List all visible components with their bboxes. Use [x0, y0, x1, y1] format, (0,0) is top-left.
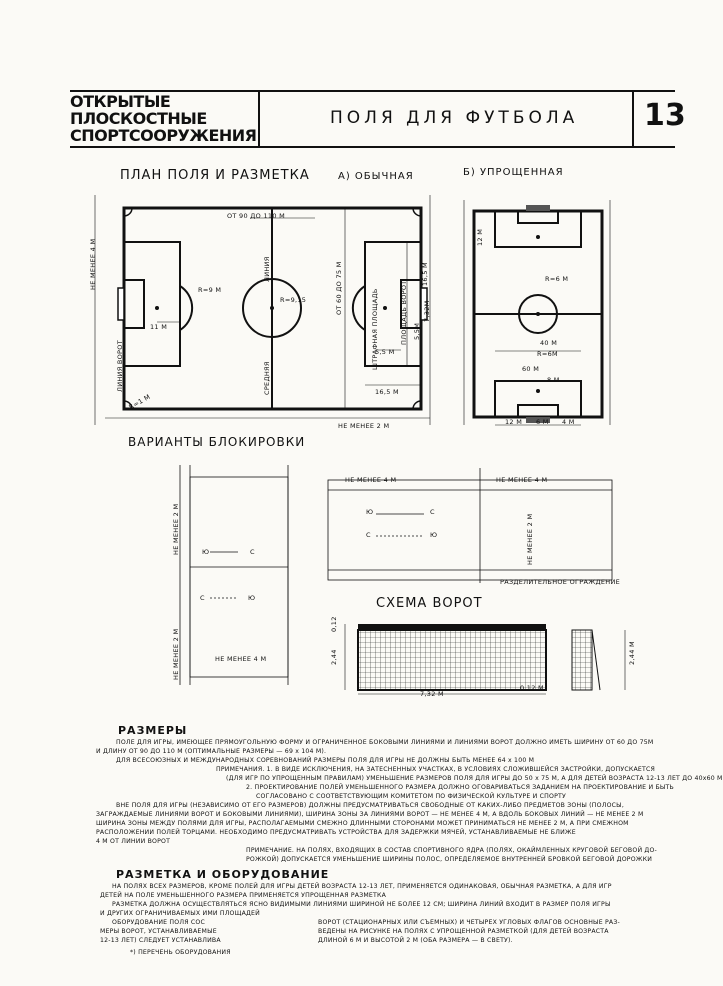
sizes-line-14: РОЖКОЙ) ДОПУСКАЕТСЯ УМЕНЬШЕНИЕ ШИРИНЫ ПО…: [246, 856, 653, 863]
label-min2: НЕ МЕНЕЕ 2 М: [338, 422, 390, 430]
marking-text-right: ВОРОТ (СТАЦИОНАРНЫХ ИЛИ СЪЕМНЫХ) И ЧЕТЫР…: [318, 918, 620, 945]
marking-line-2: ДЕТЕЙ НА ПОЛЕ УМЕНЬШЕННОГО РАЗМЕРА ПРИМЕ…: [100, 892, 387, 899]
field-plan-simplified: [463, 200, 611, 426]
label-center-line: ЛИНИЯ: [263, 256, 271, 282]
label-r915: R=9,15: [280, 296, 307, 304]
marking-line-1: НА ПОЛЯХ ВСЕХ РАЗМЕРОВ, КРОМЕ ПОЛЕЙ ДЛЯ …: [112, 883, 612, 890]
sizes-line-8: ВНЕ ПОЛЯ ДЛЯ ИГРЫ (НЕЗАВИСИМО ОТ ЕГО РАЗ…: [116, 802, 624, 809]
simple-label-8: 8 М: [547, 376, 560, 384]
plan-title: ПЛАН ПОЛЯ И РАЗМЕТКА: [120, 168, 310, 183]
section-title-line-2: ПЛОСКОСТНЫЕ: [70, 109, 207, 128]
field-plan-standard: [94, 195, 431, 425]
page-title: ПОЛЯ ДЛЯ ФУТБОЛА: [330, 108, 579, 128]
sizes-line-6: 2. ПРОЕКТИРОВАНИЕ ПОЛЕЙ УМЕНЬШЕННОГО РАЗ…: [246, 784, 674, 791]
header-top-rule: [70, 90, 675, 92]
variant-b-label: Б) УПРОЩЕННАЯ: [463, 167, 564, 178]
goal-bar: 0,12: [330, 616, 338, 632]
label-center-line-2: СРЕДНЯЯ: [263, 361, 271, 395]
simple-label-r6b: R=6М: [537, 350, 558, 358]
sizes-line-9: ЗАГРАЖДАЕМЫЕ ЛИНИЯМИ ВОРОТ И БОКОВЫМИ ЛИ…: [96, 811, 644, 818]
blocking-horizontal-diagram: [327, 468, 613, 583]
header-divider-1: [258, 90, 260, 148]
goal-diagram: [344, 624, 626, 695]
sizes-line-2: И ДЛИНУ ОТ 90 ДО 110 М (ОПТИМАЛЬНЫЕ РАЗМ…: [96, 748, 327, 755]
blocking-s-3: С: [430, 508, 435, 516]
marking-line-4: И ДРУГИХ ОГРАНИЧИВАЕМЫХ ИМИ ПЛОЩАДЕЙ: [100, 910, 260, 917]
label-goal-line: ЛИНИЯ ВОРОТ: [116, 340, 124, 392]
label-5-5-vertical: 5,5М: [413, 322, 421, 340]
sizes-heading: РАЗМЕРЫ: [118, 724, 188, 737]
simple-label-60: 60 М: [522, 365, 540, 373]
sizes-line-5: (ДЛЯ ИГР ПО УПРОЩЕННЫМ ПРАВИЛАМ) УМЕНЬШЕ…: [226, 775, 723, 782]
blocking-s-4: С: [366, 531, 371, 539]
sizes-line-12: 4 М ОТ ЛИНИИ ВОРОТ: [96, 838, 171, 845]
blocking-ju-1: Ю: [202, 548, 210, 556]
marking-line-5: ОБОРУДОВАНИЕ ПОЛЯ СОС: [112, 919, 205, 926]
label-7-32: 7,32М: [423, 300, 431, 322]
sizes-text: ПОЛЕ ДЛЯ ИГРЫ, ИМЕЮЩЕЕ ПРЯМОУГОЛЬНУЮ ФОР…: [96, 738, 723, 864]
goal-height-1: 2,44: [330, 649, 338, 665]
marking-right-3: ДЛИНОЙ 6 М И ВЫСОТОЙ 2 М (ОБА РАЗМЕРА — …: [318, 937, 513, 944]
marking-right-1: ВОРОТ (СТАЦИОНАРНЫХ ИЛИ СЪЕМНЫХ) И ЧЕТЫР…: [318, 919, 620, 926]
sizes-line-11: РАСПОЛОЖЕНИИ ПОЛЕЙ ТОРЦАМИ. НЕОБХОДИМО П…: [96, 829, 576, 836]
label-min4: НЕ МЕНЕЕ 4 М: [89, 238, 97, 290]
goal-width: 7,32 М: [420, 690, 444, 698]
section-title-line-1: ОТКРЫТЫЕ: [70, 92, 171, 111]
simple-label-12b: 12 М: [505, 418, 523, 426]
sizes-line-1: ПОЛЕ ДЛЯ ИГРЫ, ИМЕЮЩЕЕ ПРЯМОУГОЛЬНУЮ ФОР…: [116, 739, 654, 746]
sizes-line-3: ДЛЯ ВСЕСОЮЗНЫХ И МЕЖДУНАРОДНЫХ СОРЕВНОВА…: [116, 757, 535, 764]
label-length: ОТ 60 ДО 75 М: [335, 261, 343, 315]
label-11m: 11 М: [150, 323, 168, 331]
section-title-line-3: СПОРТСООРУЖЕНИЯ: [70, 126, 257, 145]
blocking-min2-b: НЕ МЕНЕЕ 2 М: [172, 628, 180, 680]
goal-post: 0,12 М: [520, 684, 544, 692]
header-bottom-rule: [70, 146, 675, 148]
label-goal-area: ПЛОЩАДЬ ВОРОТ: [400, 280, 408, 345]
simple-label-12: 12 М: [476, 228, 484, 246]
label-16-5: 16,5 М: [375, 388, 399, 396]
blocking-min2-a: НЕ МЕНЕЕ 2 М: [172, 503, 180, 555]
label-16-5-vertical: 16,5 М: [421, 262, 429, 286]
blocking-min4-a: НЕ МЕНЕЕ 4 М: [215, 655, 267, 663]
simple-label-r6: R=6 М: [545, 275, 569, 283]
blocking-s-2: С: [200, 594, 205, 602]
variant-a-label: А) ОБЫЧНАЯ: [338, 171, 414, 182]
simple-label-4: 4 М: [562, 418, 575, 426]
page-number: 13: [644, 98, 686, 133]
sizes-line-4: ПРИМЕЧАНИЯ. 1. В ВИДЕ ИСКЛЮЧЕНИЯ, НА ЗАТ…: [216, 766, 655, 773]
sizes-line-7: СОГЛАСОВАНО С СООТВЕТСТВУЮЩИМ КОМИТЕТОМ …: [256, 793, 566, 800]
section-title: ОТКРЫТЫЕ ПЛОСКОСТНЫЕ СПОРТСООРУЖЕНИЯ: [70, 93, 258, 147]
marking-line-3: РАЗМЕТКА ДОЛЖНА ОСУЩЕСТВЛЯТЬСЯ ЯСНО ВИДИ…: [112, 901, 611, 908]
blocking-min2-c: НЕ МЕНЕЕ 2 М: [526, 513, 534, 565]
header-divider-2: [632, 90, 634, 148]
marking-line-6: МЕРЫ ВОРОТ, УСТАНАВЛИВАЕМЫЕ: [100, 928, 217, 935]
marking-heading: РАЗМЕТКА И ОБОРУДОВАНИЕ: [116, 868, 330, 881]
blocking-title: ВАРИАНТЫ БЛОКИРОВКИ: [128, 435, 306, 449]
simple-label-40: 40 М: [540, 339, 558, 347]
footnote: *) ПЕРЕЧЕНЬ ОБОРУДОВАНИЯ: [130, 949, 231, 956]
simple-label-6: 6 М: [536, 418, 549, 426]
blocking-vertical-diagram: [179, 465, 289, 685]
blocking-s-1: С: [250, 548, 255, 556]
blocking-ju-3: Ю: [366, 508, 374, 516]
label-penalty-area: ШТРАФНАЯ ПЛОЩАДЬ: [371, 288, 379, 370]
goal-height-2: 2,44 М: [628, 641, 636, 665]
marking-text: НА ПОЛЯХ ВСЕХ РАЗМЕРОВ, КРОМЕ ПОЛЕЙ ДЛЯ …: [100, 882, 612, 945]
blocking-ju-4: Ю: [430, 531, 438, 539]
marking-right-2: ВЕДЕНЫ НА РИСУНКЕ НА ПОЛЯХ С УПРОЩЕННОЙ …: [318, 928, 609, 935]
goal-title: СХЕМА ВОРОТ: [376, 596, 483, 611]
sizes-line-13: ПРИМЕЧАНИЕ. НА ПОЛЯХ, ВХОДЯЩИХ В СОСТАВ …: [246, 847, 657, 854]
sizes-line-10: ШИРИНА ЗОНЫ МЕЖДУ ПОЛЯМИ ДЛЯ ИГРЫ, РАСПО…: [96, 820, 629, 827]
label-width: ОТ 90 ДО 110 М: [227, 212, 286, 220]
blocking-min4-c: НЕ МЕНЕЕ 4 М: [496, 476, 548, 484]
blocking-min4-b: НЕ МЕНЕЕ 4 М: [345, 476, 397, 484]
blocking-fence: РАЗДЕЛИТЕЛЬНОЕ ОГРАЖДЕНИЕ: [500, 578, 621, 586]
label-r9: R=9 М: [198, 286, 222, 294]
label-5-5: 5,5 М: [375, 348, 395, 356]
blocking-ju-2: Ю: [248, 594, 256, 602]
marking-line-7: 12-13 ЛЕТ) СЛЕДУЕТ УСТАНАВЛИВА: [100, 937, 221, 944]
